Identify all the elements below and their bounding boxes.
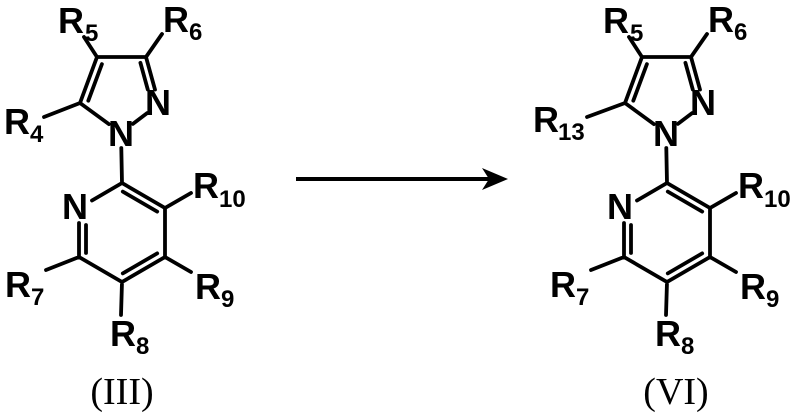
- r7-label-subscript: 7: [576, 284, 589, 311]
- pyridine-n-atom-label: N: [62, 186, 88, 227]
- molecule-bonds: [585, 32, 738, 317]
- r9-label-base: R: [740, 266, 766, 307]
- r6-label-subscript: 6: [189, 19, 202, 46]
- r7-label-base: R: [5, 264, 31, 305]
- r13-label-base: R: [533, 99, 559, 140]
- r9-label-base: R: [195, 266, 221, 307]
- r7-label-base: R: [550, 264, 576, 305]
- pyridine-n-atom-label: N: [607, 186, 633, 227]
- r10-label-subscript: 10: [219, 186, 246, 213]
- r9-label-subscript: 9: [766, 286, 779, 313]
- structure-compound-vi: N N N R 5 R 6 R 13 R 10 R 9 R 8 R 7 (VI): [533, 0, 791, 413]
- r9-label-subscript: 9: [221, 286, 234, 313]
- structure-compound-iii: N N N R 5 R 6 R 4 R 10 R 9 R 8 R 7 (III): [4, 0, 246, 413]
- r10-label-subscript: 10: [764, 186, 791, 213]
- pyrazole-n2-atom-label: N: [145, 82, 171, 123]
- r10-label-base: R: [193, 165, 219, 206]
- compound-vi-caption: (VI): [643, 371, 708, 413]
- r8-label-subscript: 8: [136, 333, 149, 360]
- r6-label-base: R: [163, 0, 189, 40]
- r6-label-subscript: 6: [734, 19, 747, 46]
- r10-label-base: R: [738, 165, 764, 206]
- reaction-arrow-head: [482, 168, 508, 190]
- r8-label-subscript: 8: [681, 333, 694, 360]
- r13-label-subscript: 13: [558, 119, 585, 146]
- pyrazole-n1-atom-label: N: [108, 113, 134, 154]
- r5-label-base: R: [58, 0, 84, 41]
- r5-label-subscript: 5: [85, 20, 98, 47]
- r5-label-base: R: [603, 0, 629, 41]
- compound-iii-caption: (III): [90, 371, 153, 413]
- reaction-arrow: [296, 168, 508, 190]
- r8-label-base: R: [655, 313, 681, 354]
- r6-label-base: R: [708, 0, 734, 40]
- r8-label-base: R: [110, 313, 136, 354]
- molecule-bonds: [42, 32, 193, 317]
- r4-label-subscript: 4: [30, 121, 44, 148]
- pyrazole-n1-atom-label: N: [653, 113, 679, 154]
- pyrazole-n2-atom-label: N: [690, 82, 716, 123]
- r5-label-subscript: 5: [630, 20, 643, 47]
- r4-label-base: R: [4, 101, 30, 142]
- r7-label-subscript: 7: [31, 284, 44, 311]
